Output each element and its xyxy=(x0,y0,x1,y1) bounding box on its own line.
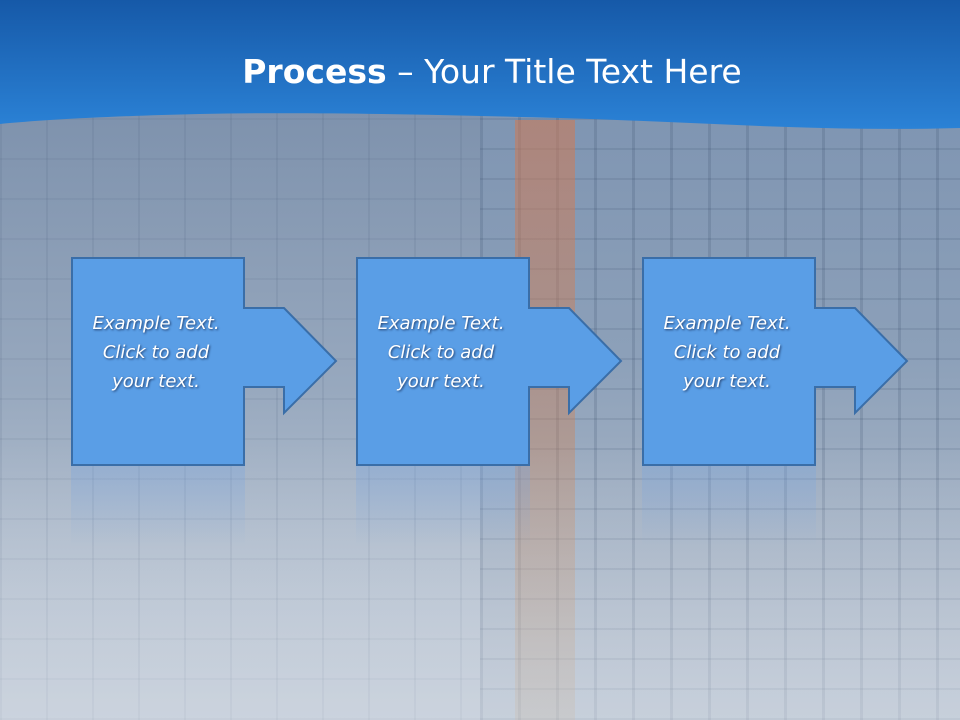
step-1-text[interactable]: Example Text. Click to add your text. xyxy=(92,313,220,392)
step-3-text[interactable]: Example Text. Click to add your text. xyxy=(663,313,791,392)
title-bold: Process xyxy=(242,52,387,91)
step-1-reflection xyxy=(71,466,245,546)
header-wave xyxy=(0,0,960,129)
step-3-reflection xyxy=(642,466,816,546)
step-2-text[interactable]: Example Text. Click to add your text. xyxy=(377,313,505,392)
step-2-arrow-shape xyxy=(356,257,623,466)
title-rest: – Your Title Text Here xyxy=(386,52,742,91)
step-3-arrow-shape xyxy=(642,257,909,466)
step-1-arrow-shape xyxy=(71,257,338,466)
background-fade xyxy=(0,440,960,720)
step-2-reflection xyxy=(356,466,530,546)
slide-title[interactable]: Process – Your Title Text Here xyxy=(0,52,960,91)
